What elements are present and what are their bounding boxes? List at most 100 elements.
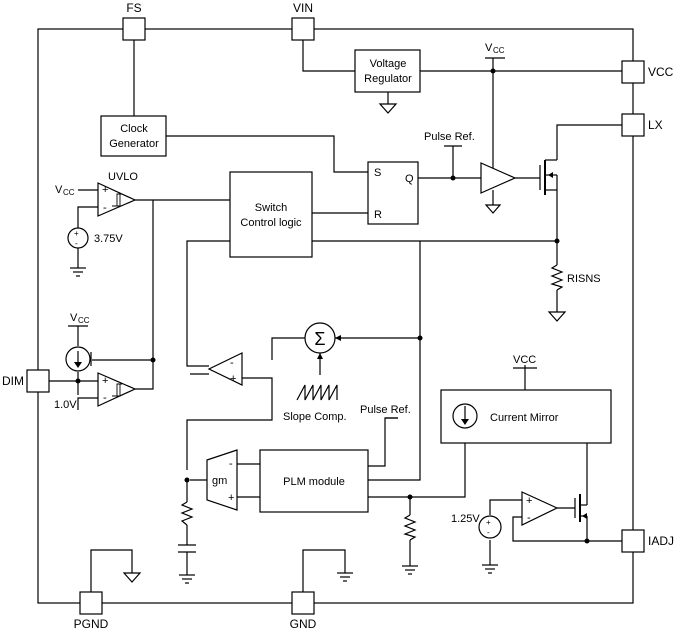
svg-text:Switch: Switch [255,202,287,214]
pin-pgnd: PGND [74,591,109,631]
svg-text:+: + [228,492,234,504]
iadj-mosfet [574,494,588,530]
svg-text:Clock: Clock [120,123,148,135]
vcc-current-mirror-label: VCC [513,354,537,369]
uvlo-vcc-label: V CC [55,184,75,197]
svg-text:-: - [75,239,78,248]
pulse-ref-lower: Pulse Ref. [360,404,411,419]
svg-text:R: R [374,209,382,221]
ground-icon [179,574,195,584]
iadj-opamp: + - [521,491,559,526]
svg-text:-: - [230,357,234,369]
gm-amplifier: gm - + [206,449,238,511]
plm-resistor [403,514,417,541]
comp-resistor [180,501,194,526]
chip-outline [37,28,634,604]
svg-text:+: + [526,495,532,507]
svg-text:Control logic: Control logic [240,217,302,229]
dim-vcc-label: V CC [68,312,90,327]
svg-text:gm: gm [212,475,227,487]
svg-text:1.25V: 1.25V [451,513,480,525]
svg-text:Q: Q [405,173,414,185]
ground-icon [378,103,398,114]
power-mosfet [539,159,558,195]
summing-node: Σ [304,322,336,354]
svg-text:-: - [527,512,531,524]
clock-generator-block: Clock Generator [100,115,167,157]
svg-text:+: + [102,184,108,196]
svg-text:Regulator: Regulator [364,73,412,85]
wires [49,40,622,592]
svg-text:+: + [486,518,491,527]
svg-text:-: - [103,392,107,404]
svg-text:-: - [487,528,490,537]
svg-text:V: V [485,42,493,54]
pin-dim: DIM [2,369,50,393]
svg-text:3.75V: 3.75V [94,233,123,245]
arrow-icon [335,335,341,341]
pin-lx-label: LX [648,118,663,132]
svg-text:-: - [229,458,233,470]
svg-text:VCC: VCC [513,354,536,366]
svg-text:CC: CC [78,316,90,325]
dim-comparator: + - [97,372,137,407]
slope-comp-waveform: Slope Comp. [283,384,347,423]
svg-text:RISNS: RISNS [567,273,601,285]
pin-fs-label: FS [126,1,141,15]
svg-text:Generator: Generator [109,138,159,150]
sr-latch-block: S Q R [367,161,419,225]
vcc-label-top: V CC [485,42,505,59]
switch-control-block: Switch Control logic [229,171,313,258]
error-amplifier: - + [207,352,243,386]
svg-text:S: S [374,167,381,179]
pin-dim-label: DIM [2,374,24,388]
pin-iadj: IADJ [621,529,674,553]
pin-vin: VIN [291,1,315,41]
svg-text:V: V [55,184,63,196]
ground-icon [122,572,142,583]
pin-gnd: GND [290,591,317,631]
svg-text:+: + [230,373,236,385]
slope-comp-label: Slope Comp. [283,411,347,423]
junction-dots [75,68,590,544]
svg-text:Pulse Ref.: Pulse Ref. [360,404,411,416]
ground-icon [70,267,86,277]
pin-pgnd-label: PGND [74,617,109,631]
pin-vcc: VCC [621,60,674,84]
pin-lx: LX [621,113,663,137]
svg-text:V: V [70,312,78,324]
plm-module-block: PLM module [259,449,369,513]
svg-text:Pulse Ref.: Pulse Ref. [424,131,475,143]
voltage-regulator-block: Voltage Regulator [354,49,421,93]
svg-text:+: + [74,229,79,238]
pin-gnd-label: GND [290,617,317,631]
svg-text:-: - [103,202,107,214]
svg-text:+: + [102,375,108,387]
ground-icon [482,564,498,574]
voltage-source-1v25: + - 1.25V [451,513,502,539]
svg-text:Current Mirror: Current Mirror [490,412,559,424]
ground-icon [337,572,353,582]
pin-fs: FS [122,1,146,41]
arrow-icon [317,353,323,359]
ground-icon [547,311,567,322]
pin-iadj-label: IADJ [648,534,674,548]
svg-text:CC: CC [493,46,505,55]
ground-icon [402,565,418,575]
ground-icon [484,204,502,214]
pulse-ref-top: Pulse Ref. [424,131,475,147]
svg-text:CC: CC [63,188,75,197]
pin-vcc-label: VCC [648,65,674,79]
uvlo-comparator: + - UVLO [97,171,138,217]
gate-driver [480,162,517,194]
current-source-dim [65,346,92,372]
pin-vin-label: VIN [293,1,313,15]
risns-resistor: RISNS [550,264,601,291]
svg-text:PLM module: PLM module [283,476,345,488]
dim-ref-label: 1.0V [54,399,77,411]
svg-text:Σ: Σ [314,329,325,349]
comp-capacitor [178,544,196,553]
uvlo-label: UVLO [108,171,138,183]
voltage-source-3v75: + - 3.75V [67,227,123,249]
